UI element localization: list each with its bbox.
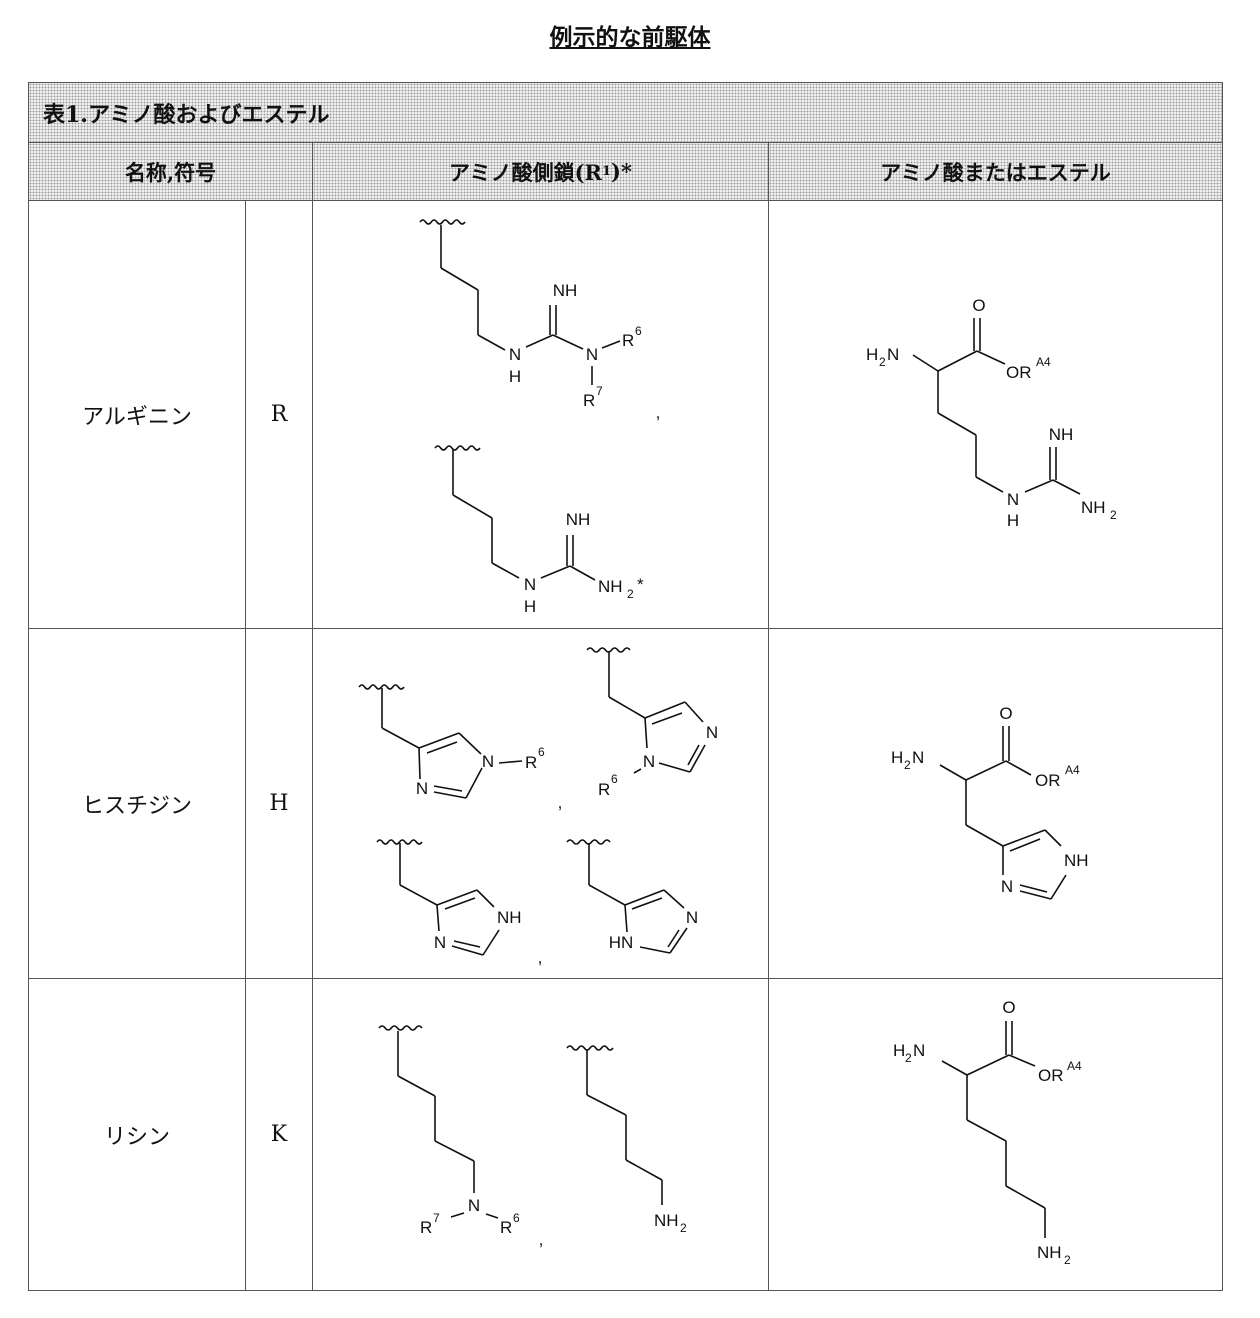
row-name-histidine: ヒスチジン: [28, 628, 246, 979]
amino-acid-cell-lysine: [768, 978, 1223, 1291]
side-chain-cell-arginine: [312, 200, 769, 629]
row-symbol-arginine: R: [245, 200, 313, 629]
side-chain-cell-histidine: [312, 628, 769, 979]
header-side-chain-tail: )*: [611, 159, 632, 184]
row-symbol-lysine: K: [245, 978, 313, 1291]
header-side-chain-sup: 1: [602, 165, 611, 178]
header-name-symbol: 名称,符号: [28, 142, 313, 201]
row-symbol-histidine: H: [245, 628, 313, 979]
side-chain-cell-lysine: [312, 978, 769, 1291]
page-title: 例示的な前駆体: [0, 18, 1260, 52]
table-caption: 表1.アミノ酸およびエステル: [28, 82, 1223, 143]
header-side-chain: アミノ酸側鎖(R1)*: [312, 142, 769, 201]
header-side-chain-text: アミノ酸側鎖(R: [449, 157, 602, 187]
header-amino-acid: アミノ酸またはエステル: [768, 142, 1223, 201]
row-name-arginine: アルギニン: [28, 200, 246, 629]
amino-acid-cell-histidine: [768, 628, 1223, 979]
amino-acid-cell-arginine: [768, 200, 1223, 629]
row-name-lysine: リシン: [28, 978, 246, 1291]
